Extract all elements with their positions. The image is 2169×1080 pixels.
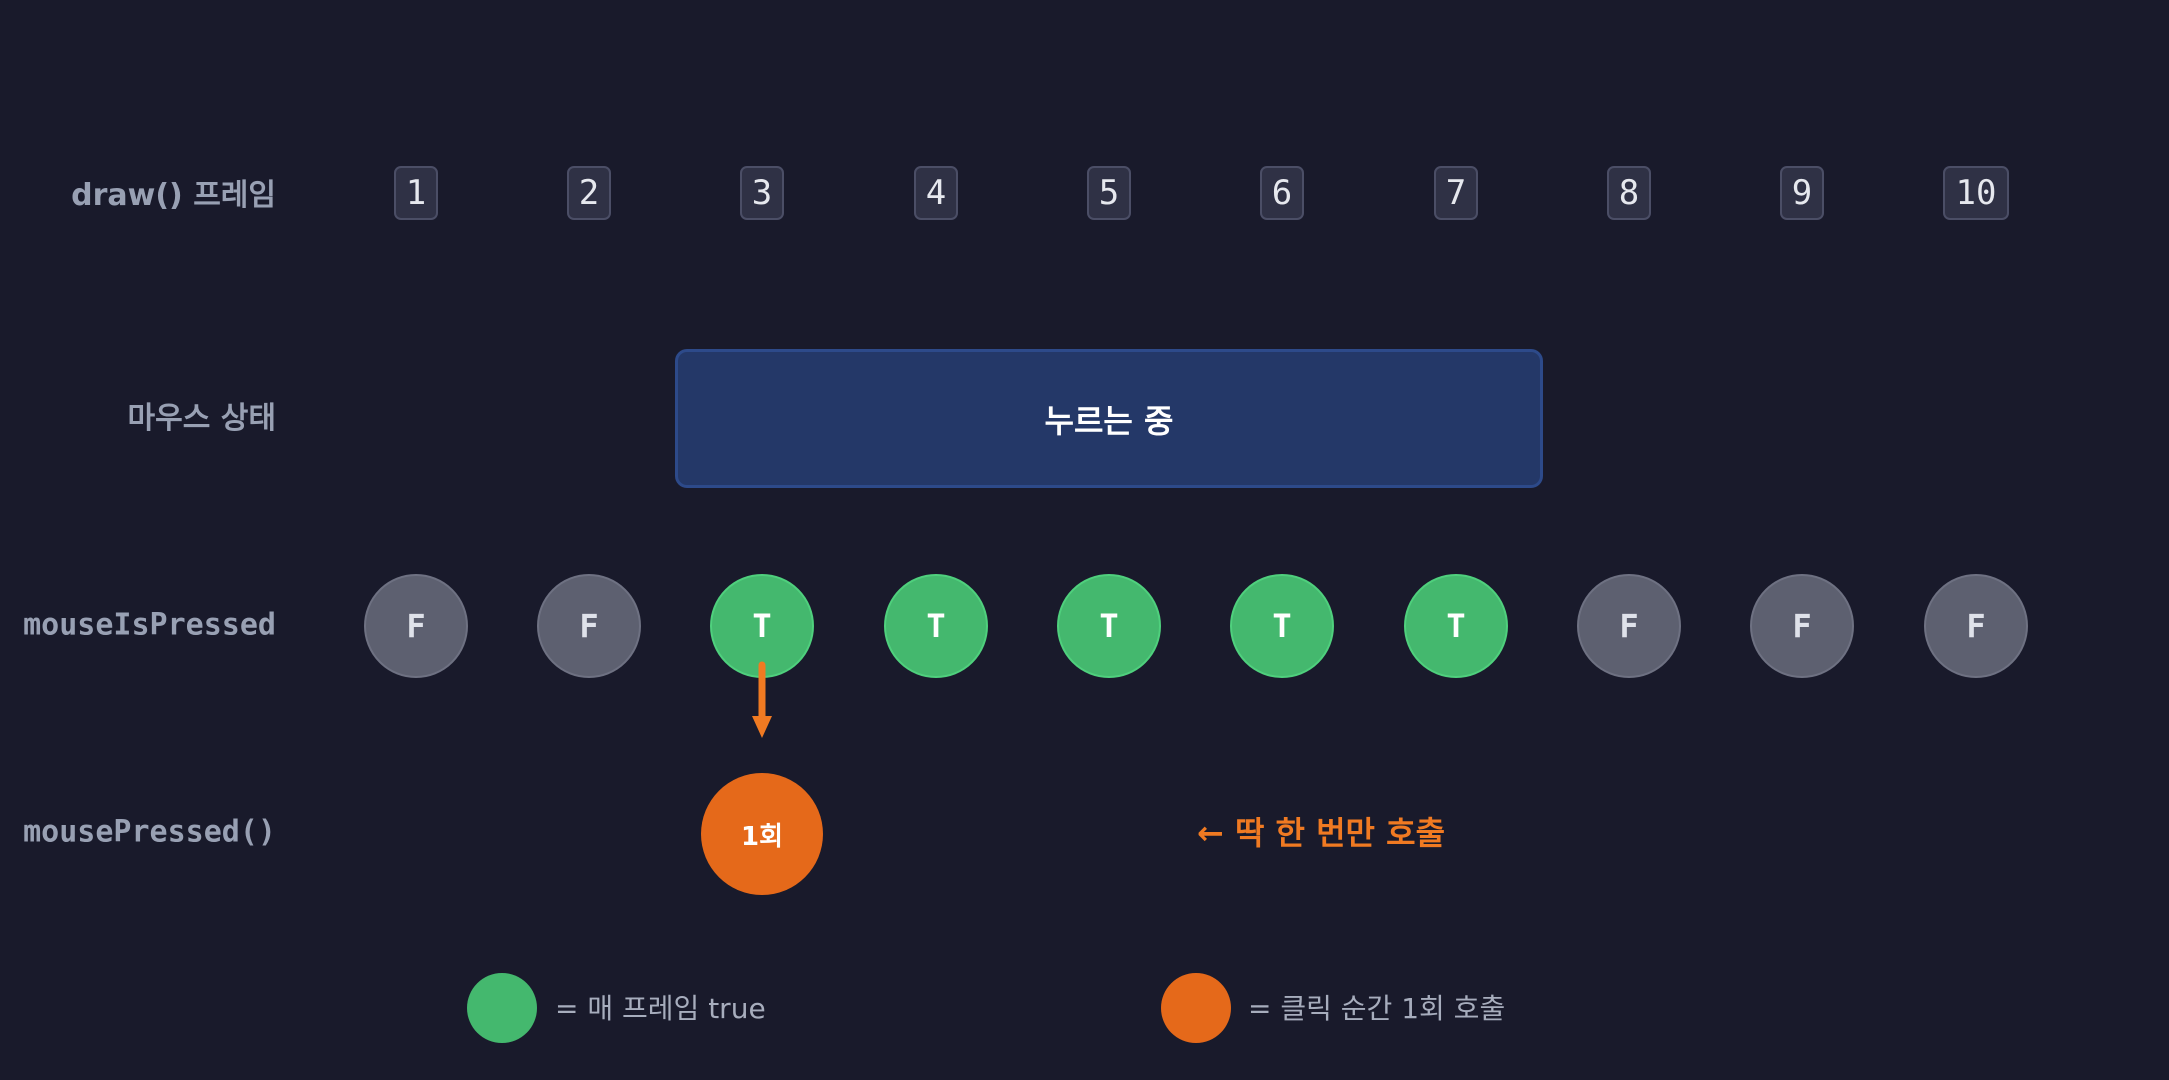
frame-box: 5 [1087, 166, 1131, 220]
mouse-pressed-call-note: ← 딱 한 번만 호출 [1197, 814, 1446, 852]
legend-orange-swatch [1161, 973, 1231, 1043]
state-circle-true: T [1230, 574, 1334, 678]
state-circle-false: F [1577, 574, 1681, 678]
frame-box: 9 [1780, 166, 1824, 220]
state-circle-false: F [364, 574, 468, 678]
legend-green-text: = 매 프레임 true [555, 992, 766, 1025]
state-circle-false: F [537, 574, 641, 678]
row-label-mouse-is-pressed: mouseIsPressed [23, 607, 276, 643]
state-circle-true: T [884, 574, 988, 678]
frame-box: 10 [1943, 166, 2009, 220]
frame-box: 6 [1260, 166, 1304, 220]
mouse-pressed-bar-label: 누르는 중 [1044, 401, 1174, 440]
frame-box: 4 [914, 166, 958, 220]
state-circle-true: T [710, 574, 814, 678]
state-circle-true: T [1057, 574, 1161, 678]
frame-box: 1 [394, 166, 438, 220]
mouse-pressed-bar: 누르는 중 [675, 349, 1543, 488]
state-circle-true: T [1404, 574, 1508, 678]
frame-box: 7 [1434, 166, 1478, 220]
mouse-pressed-call-circle: 1회 [701, 773, 823, 895]
frame-box: 3 [740, 166, 784, 220]
row-label-mouse-pressed: mousePressed() [23, 814, 276, 850]
row-label-draw-frames: draw() 프레임 [71, 178, 276, 213]
frame-box: 8 [1607, 166, 1651, 220]
legend-orange-text: = 클릭 순간 1회 호출 [1248, 992, 1506, 1025]
mouse-pressed-call-label: 1회 [740, 821, 783, 852]
frame-box: 2 [567, 166, 611, 220]
state-circle-false: F [1750, 574, 1854, 678]
state-circle-false: F [1924, 574, 2028, 678]
legend-green-swatch [467, 973, 537, 1043]
row-label-mouse-state: 마우스 상태 [127, 401, 276, 436]
